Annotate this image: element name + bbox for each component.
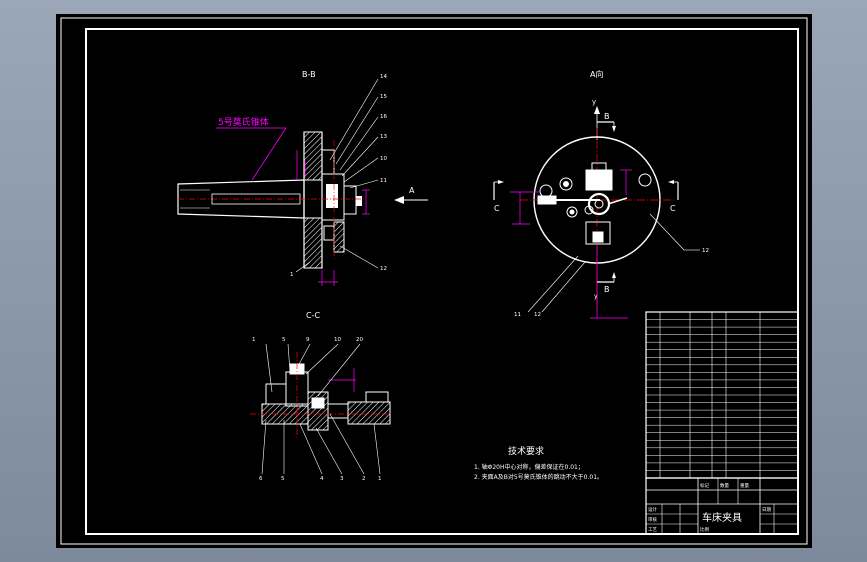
title-block-cell-5: 设计 (648, 506, 657, 513)
cc-callout-bottom-4: 4 (320, 476, 324, 482)
title-block: 车床夹具 标记 数量 重量 比例 设计 审核 工艺 日期 (645, 477, 799, 535)
sheet-inner-frame (85, 28, 799, 535)
title-block-cell-6: 审核 (648, 516, 657, 523)
cc-callout-bottom-2: 2 (362, 476, 366, 482)
cc-callout-top-20: 20 (356, 337, 363, 343)
cc-dimensions (328, 368, 356, 392)
view-a-axis-y: y (592, 98, 596, 106)
view-bb: B-B (177, 70, 428, 286)
bb-callout-1: 1 (290, 272, 294, 278)
cc-callout-bottom-1: 1 (378, 476, 382, 482)
cc-callout-bottom-6: 6 (259, 476, 263, 482)
title-block-cell-8: 日期 (762, 507, 771, 513)
bb-callout-13: 13 (380, 134, 387, 140)
bb-callout-12: 12 (380, 266, 387, 272)
tech-req-line-2: 2. 夹面A及B对5号莫氏锥体的跳动不大于0.01。 (474, 473, 603, 481)
section-b-bottom-label: B (604, 285, 610, 294)
title-block-cell-4: 比例 (700, 526, 709, 533)
cc-callout-top-5: 5 (282, 337, 286, 343)
a-callout-12: 12 (702, 248, 709, 254)
tech-req-line-1: 1. 轴Φ20H中心对称，偏差保证在0.01； (474, 463, 584, 471)
cc-top-leaders (265, 343, 361, 397)
bb-callout-11: 11 (380, 178, 387, 184)
section-c-marker-left: C (493, 180, 504, 213)
section-c-right-label: C (670, 204, 676, 213)
cc-callout-bottom-5: 5 (281, 476, 285, 482)
mounting-hole-right (638, 173, 652, 187)
cc-callout-top-1: 1 (252, 337, 256, 343)
cc-bottom-leaders (261, 413, 381, 475)
title-block-cell-2: 数量 (720, 482, 729, 489)
section-b-marker-bottom: B y (594, 272, 616, 300)
view-arrow-a: A (394, 186, 428, 204)
cc-callout-top-9: 9 (306, 337, 310, 343)
sheet-outer-border (60, 17, 808, 545)
jaw-assembly (300, 140, 364, 260)
bb-callout-10: 10 (380, 156, 387, 162)
bb-callouts: 14 15 16 13 10 11 12 1 (290, 74, 387, 278)
title-block-title: 车床夹具 (702, 511, 742, 524)
view-bb-title: B-B (302, 70, 316, 79)
section-b-top-label: B (604, 112, 610, 121)
tech-req-heading: 技术要求 (508, 445, 544, 457)
section-b-marker-top: B (597, 112, 616, 132)
view-arrow-a-label: A (409, 186, 415, 195)
cc-callout-top-10: 10 (334, 337, 341, 343)
view-cc: C-C 1 5 9 10 20 (250, 311, 392, 482)
section-c-left-label: C (494, 204, 500, 213)
title-block-cell-7: 工艺 (648, 527, 657, 533)
view-cc-title: C-C (306, 311, 320, 320)
cc-section-body (250, 352, 392, 440)
view-a: A向 y (493, 69, 709, 319)
bb-callout-leaders (295, 78, 379, 273)
a-callout-12b: 12 (534, 312, 541, 318)
a-callout-11: 11 (514, 312, 521, 318)
material-note-leader (216, 127, 287, 181)
view-a-axis-y-bottom: y (594, 293, 598, 300)
a-clamp-parts (537, 162, 628, 245)
cc-callout-bottom-3: 3 (340, 476, 344, 482)
section-c-marker-right: C (668, 180, 679, 213)
drawing-sheet (56, 14, 812, 548)
material-note: 5号莫氏锥体 (218, 116, 269, 128)
view-a-title: A向 (590, 69, 603, 79)
bb-dimensions (296, 150, 370, 286)
title-block-cell-3: 重量 (740, 482, 749, 489)
title-block-cell-1: 标记 (700, 482, 709, 489)
bb-callout-14: 14 (380, 74, 387, 80)
bb-callout-15: 15 (380, 94, 387, 100)
technical-requirements: 技术要求 1. 轴Φ20H中心对称，偏差保证在0.01； 2. 夹面A及B对5号… (474, 445, 603, 481)
a-callout-leaders (527, 213, 700, 313)
bb-callout-16: 16 (380, 114, 387, 120)
